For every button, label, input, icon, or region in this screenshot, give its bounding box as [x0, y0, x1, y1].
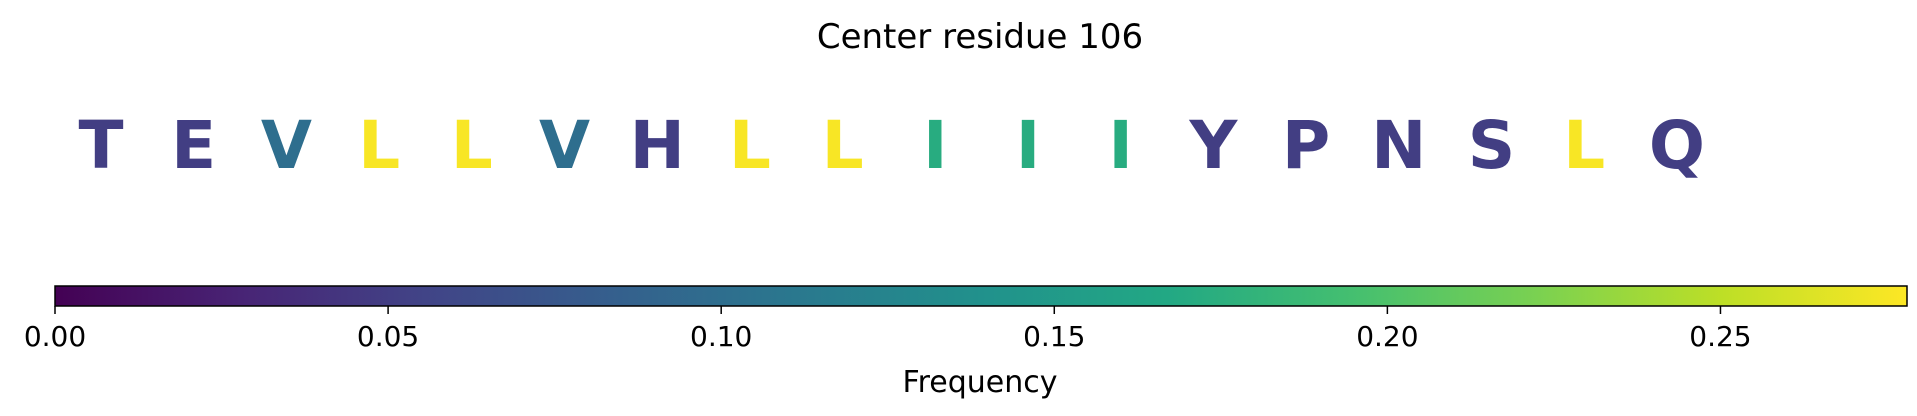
colorbar-tick-label: 0.15 [1023, 320, 1085, 353]
colorbar-tick-label: 0.25 [1689, 320, 1751, 353]
residue-letter: S [1468, 107, 1516, 184]
colorbar-tick-label: 0.00 [24, 320, 86, 353]
colorbar-gradient [55, 286, 1907, 306]
residue-letter: H [630, 107, 685, 184]
residue-letter: T [78, 107, 123, 184]
colorbar-tick-label: 0.05 [357, 320, 419, 353]
residue-letter: N [1371, 107, 1426, 184]
residue-letter: L [822, 107, 864, 184]
colorbar-label: Frequency [903, 365, 1058, 400]
residue-letter: L [729, 107, 771, 184]
residue-letter: V [539, 107, 590, 184]
residue-letter: L [451, 107, 493, 184]
colorbar-ticks: 0.00 0.05 0.10 0.15 0.20 0.25 [24, 306, 1752, 353]
residue-letter: E [171, 107, 216, 184]
residue-letter: Q [1649, 107, 1705, 184]
residue-letter: Y [1189, 107, 1239, 184]
colorbar: 0.00 0.05 0.10 0.15 0.20 0.25 [24, 285, 1908, 353]
chart-title: Center residue 106 [817, 17, 1143, 57]
colorbar-tick-label: 0.10 [690, 320, 752, 353]
residue-letter: L [1563, 107, 1605, 184]
colorbar-frame [54, 285, 1908, 307]
residue-letter: L [358, 107, 400, 184]
residue-letter: I [1016, 107, 1041, 184]
colorbar-tick-label: 0.20 [1356, 320, 1418, 353]
residue-letter: I [1108, 107, 1133, 184]
residue-letter: P [1282, 107, 1330, 184]
residue-letter: V [261, 107, 312, 184]
residue-letter: I [923, 107, 948, 184]
